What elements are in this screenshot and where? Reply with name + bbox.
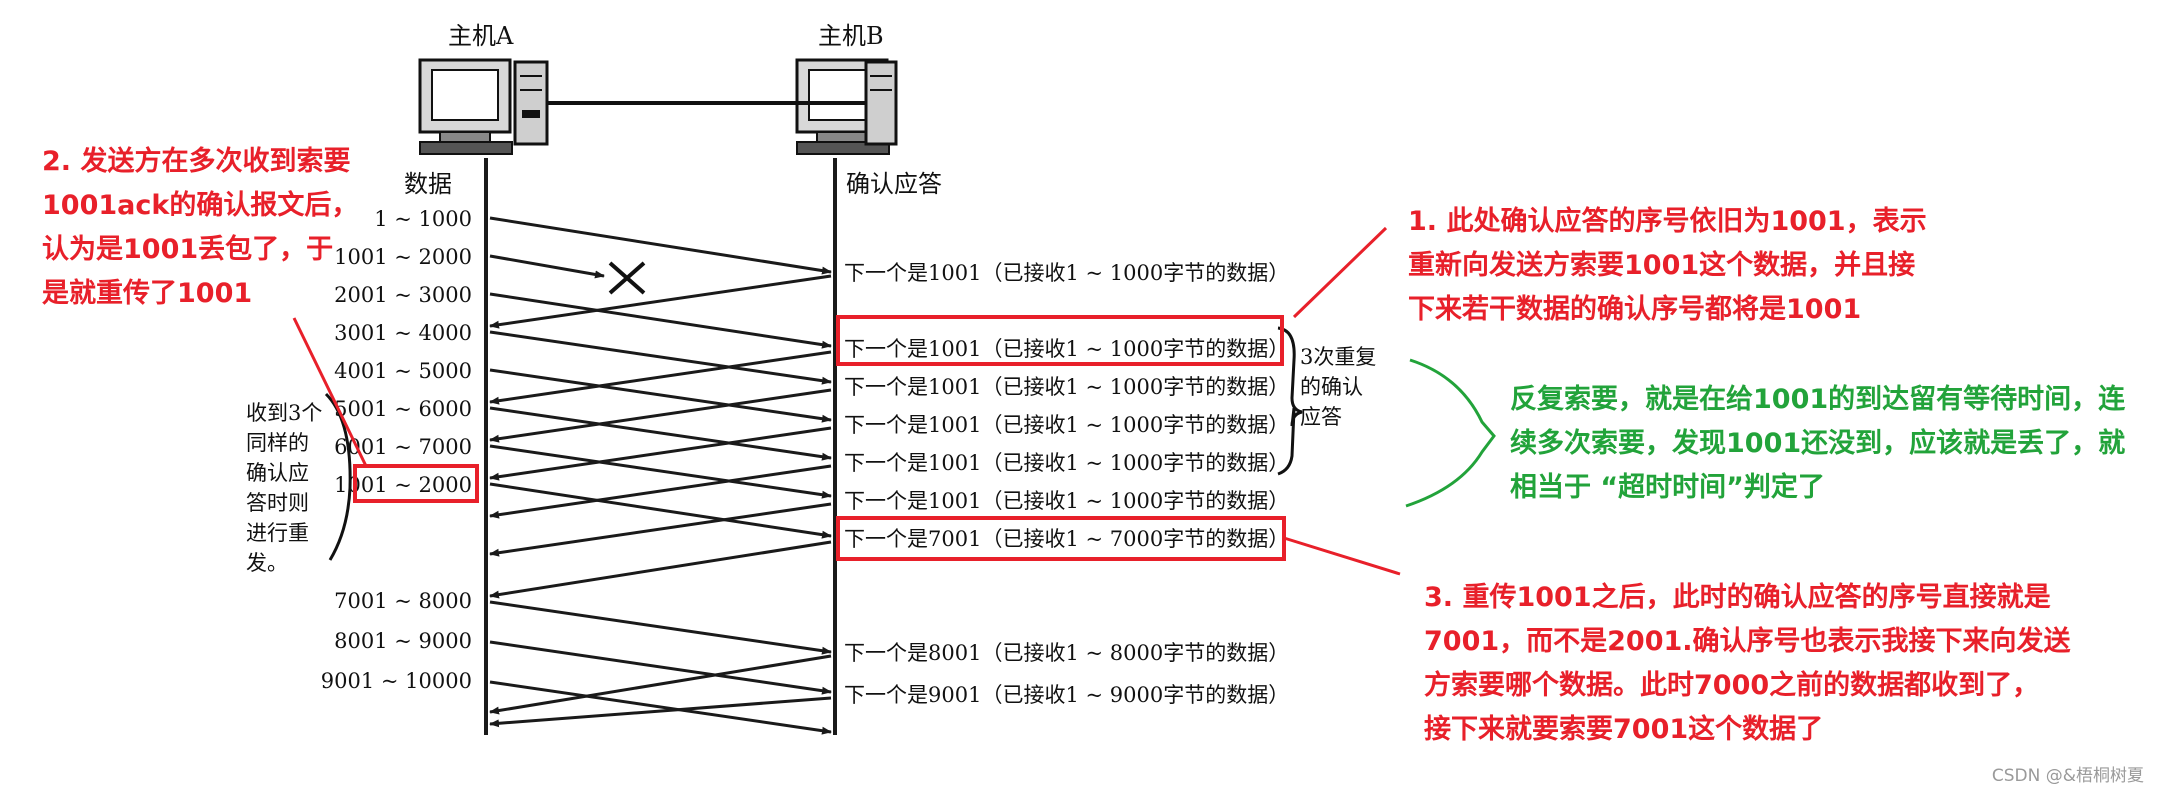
segment-labels: 1 ~ 1000 1001 ~ 2000 2001 ~ 3000 3001 ~ 400…	[321, 207, 472, 693]
annotation-note-3-line: 7001，而不是2001.确认序号也表示我接下来向发送	[1424, 626, 2071, 657]
data-segment-arrow	[489, 482, 832, 539]
retransmit-rule-label-line: 进行重	[246, 521, 309, 545]
ack-label: 下一个是7001（已接收1 ~ 7000字节的数据）	[844, 527, 1289, 551]
annotation-timeout-note: 反复索要，就是在给1001的到达留有等待时间，连续多次索要，发现1001还没到，…	[1510, 378, 2125, 510]
ack-label: 下一个是1001（已接收1 ~ 1000字节的数据）	[844, 413, 1289, 437]
segment-label: 1 ~ 1000	[374, 207, 472, 231]
duplicate-ack-label-line: 3次重复	[1300, 345, 1376, 369]
annotation-timeout-note-line: 续多次索要，发现1001还没到，应该就是丢了，就	[1510, 428, 2126, 459]
ack-labels: 下一个是1001（已接收1 ~ 1000字节的数据） 下一个是1001（已接收1 …	[844, 261, 1289, 707]
data-segment-arrow	[489, 216, 832, 275]
highlight-box-first-dup-ack	[836, 315, 1284, 366]
segment-label: 5001 ~ 6000	[334, 397, 472, 421]
ack-arrow	[489, 654, 832, 715]
segment-label: 9001 ~ 10000	[321, 669, 472, 693]
segment-label: 7001 ~ 8000	[334, 589, 472, 613]
annotation-note-2-line: 2. 发送方在多次收到索要	[42, 146, 351, 177]
annotation-note-2-line: 1001ack的确认报文后，	[42, 190, 359, 221]
highlight-box-retransmit	[353, 464, 479, 503]
annotation-note-2: 2. 发送方在多次收到索要 1001ack的确认报文后， 认为是1001丢包了，于是…	[42, 140, 358, 316]
annotation-note-1-line: 1. 此处确认应答的序号依旧为1001，表示	[1408, 206, 1927, 237]
retransmit-rule-label-line: 同样的	[246, 431, 309, 455]
callout-line-1	[1292, 226, 1388, 319]
annotation-note-2-line: 认为是1001丢包了，于	[42, 234, 334, 265]
ack-label: 下一个是1001（已接收1 ~ 1000字节的数据）	[844, 375, 1289, 399]
ack-label: 下一个是1001（已接收1 ~ 1000字节的数据）	[844, 489, 1289, 513]
data-segment-arrow	[489, 600, 832, 655]
ack-label: 下一个是8001（已接收1 ~ 8000字节的数据）	[844, 641, 1289, 665]
ack-arrow	[489, 388, 832, 443]
computer-a-icon	[418, 58, 549, 155]
ack-arrow	[489, 350, 832, 405]
annotation-timeout-note-line: 相当于 “超时时间”判定了	[1510, 472, 1825, 503]
segment-label: 8001 ~ 9000	[334, 629, 472, 653]
annotation-note-3-line: 3. 重传1001之后，此时的确认应答的序号直接就是	[1424, 582, 2051, 613]
host-b-label: 主机B	[818, 22, 884, 50]
retransmit-rule-label-line: 发。	[246, 551, 288, 575]
ack-column-label: 确认应答	[846, 170, 942, 198]
callout-line-3	[1283, 536, 1401, 576]
annotation-note-3-line: 接下来就要索要7001这个数据了	[1424, 714, 1824, 745]
callout-line-2	[292, 317, 368, 467]
annotation-timeout-note-line: 反复索要，就是在给1001的到达留有等待时间，连	[1510, 384, 2126, 415]
ack-label: 下一个是9001（已接收1 ~ 9000字节的数据）	[844, 683, 1289, 707]
data-segment-arrow	[489, 640, 832, 695]
retransmit-rule-label-line: 确认应	[246, 461, 309, 485]
data-segment-arrow	[489, 368, 832, 423]
ack-arrow	[489, 426, 832, 481]
annotation-note-3-line: 方索要哪个数据。此时7000之前的数据都收到了，	[1424, 670, 2040, 701]
segment-label: 1001 ~ 2000	[334, 245, 472, 269]
ack-arrow	[489, 540, 832, 599]
watermark: CSDN @&梧桐树夏	[1991, 766, 2144, 786]
ack-arrow	[489, 464, 832, 519]
annotation-note-1-line: 下来若干数据的确认序号都将是1001	[1408, 294, 1862, 325]
retransmit-rule-label-line: 答时则	[246, 491, 309, 515]
data-segment-arrow	[489, 292, 832, 349]
duplicate-ack-label-line: 的确认	[1300, 375, 1363, 399]
retransmit-rule-label-line: 收到3个	[246, 401, 322, 425]
lost-segment-arrow	[489, 254, 605, 279]
segment-label: 2001 ~ 3000	[334, 283, 472, 307]
segment-label: 4001 ~ 5000	[334, 359, 472, 383]
computer-b-icon	[795, 58, 898, 155]
arrows	[489, 216, 832, 735]
segment-label: 6001 ~ 7000	[334, 435, 472, 459]
duplicate-ack-label-line: 应答	[1300, 405, 1342, 429]
ack-arrow	[489, 502, 832, 557]
duplicate-ack-brace	[1277, 326, 1303, 476]
annotation-note-1-line: 重新向发送方索要1001这个数据，并且接	[1408, 250, 1916, 281]
data-segment-arrow	[489, 330, 832, 385]
ack-arrow	[489, 696, 832, 728]
data-column-label: 数据	[404, 170, 452, 198]
data-segment-arrow	[489, 444, 832, 499]
ack-label: 下一个是1001（已接收1 ~ 1000字节的数据）	[844, 337, 1289, 361]
green-brace	[1405, 358, 1496, 508]
ack-label: 下一个是1001（已接收1 ~ 1000字节的数据）	[844, 261, 1289, 285]
data-segment-arrow	[489, 680, 832, 735]
annotation-note-3: 3. 重传1001之后，此时的确认应答的序号直接就是 7001，而不是2001.确…	[1424, 576, 2071, 752]
host-a-label: 主机A	[448, 22, 514, 50]
data-segment-arrow	[489, 406, 832, 461]
ack-arrow	[489, 274, 832, 329]
segment-label: 1001 ~ 2000	[334, 473, 472, 497]
ack-label: 下一个是1001（已接收1 ~ 1000字节的数据）	[844, 451, 1289, 475]
segment-label: 3001 ~ 4000	[334, 321, 472, 345]
annotation-note-1: 1. 此处确认应答的序号依旧为1001，表示重新向发送方索要1001这个数据，并…	[1408, 200, 1927, 332]
lost-packet-x-icon	[608, 261, 646, 295]
annotation-note-2-line: 是就重传了1001	[42, 278, 253, 309]
